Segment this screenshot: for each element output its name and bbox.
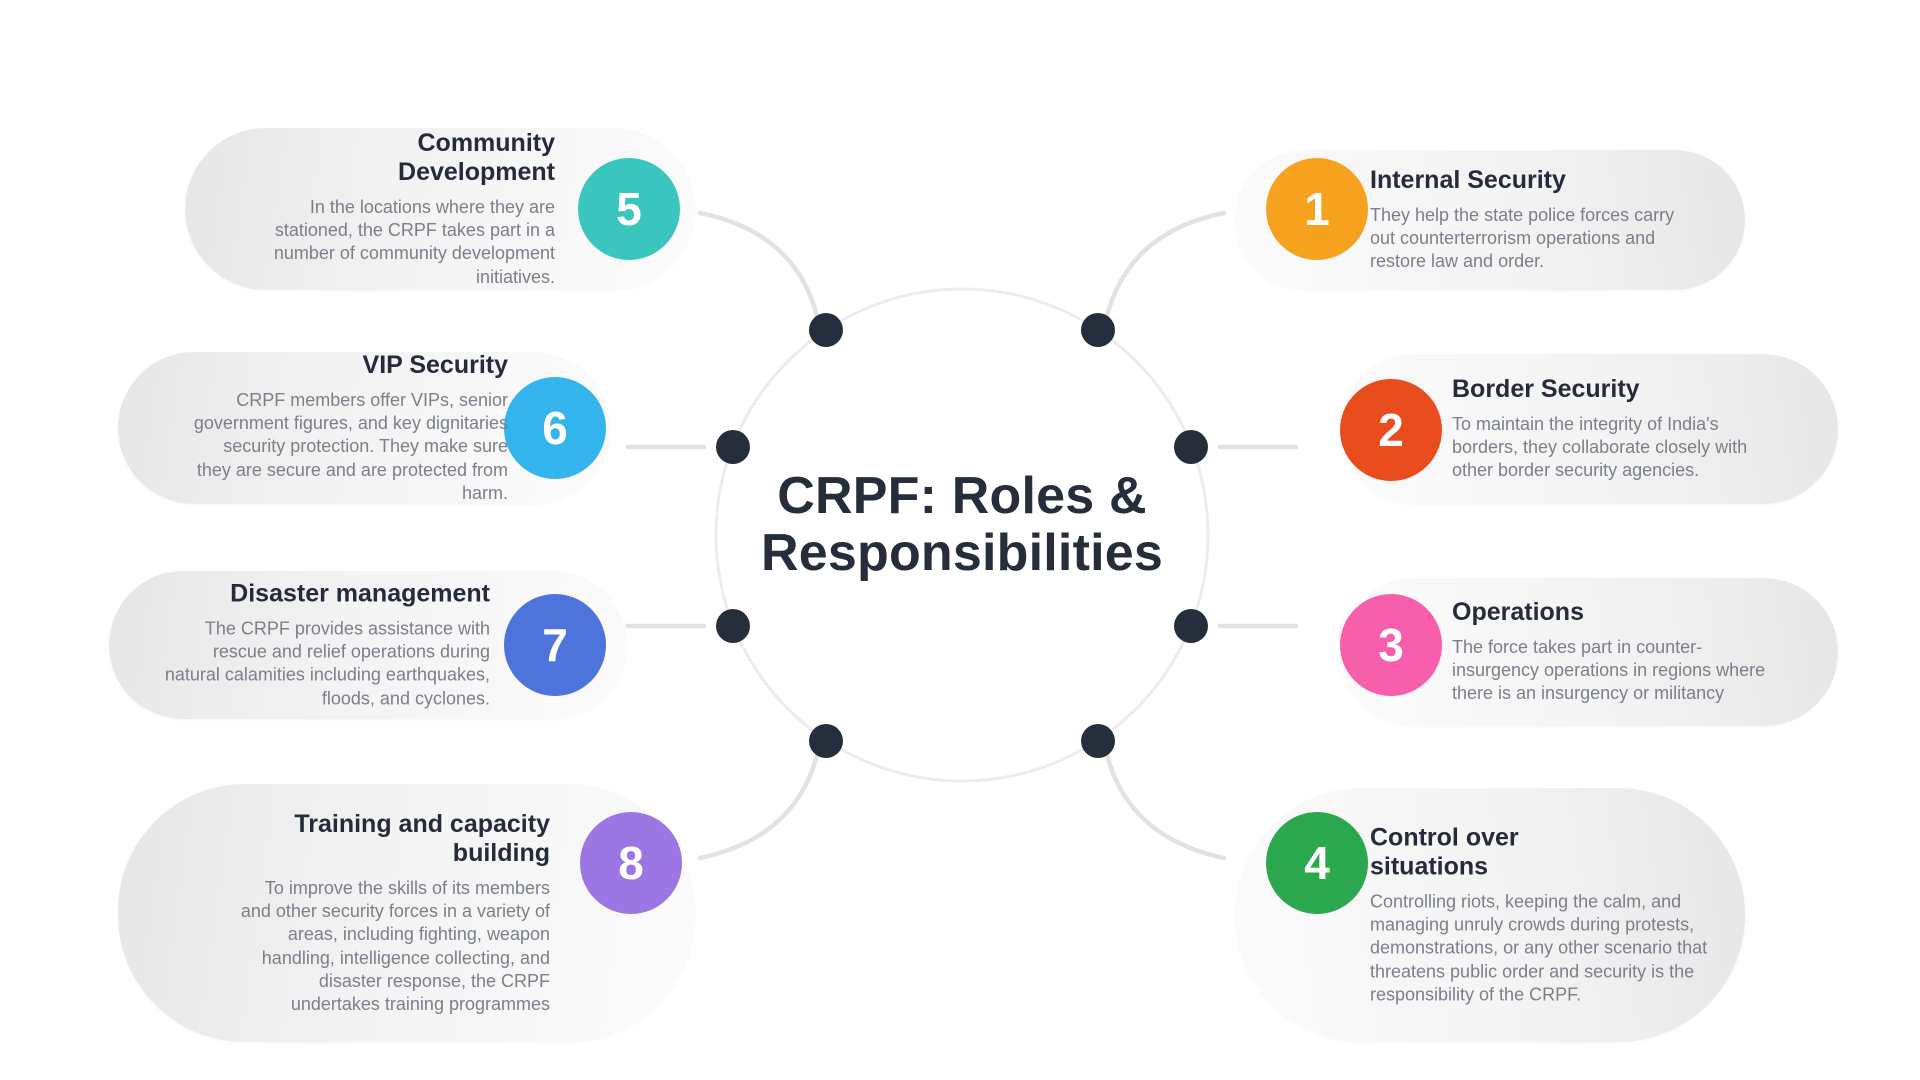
ring-dot — [716, 609, 750, 643]
connector-curve-training-capacity — [697, 752, 820, 861]
ring-dot — [809, 313, 843, 347]
diagram-title: CRPF: Roles & Responsibilities — [761, 467, 1163, 583]
connector-curve-community-development — [697, 210, 820, 319]
step-number-badge-5: 5 — [578, 158, 680, 260]
card-body: The force takes part in counter-insurgen… — [1452, 637, 1766, 704]
step-number: 4 — [1304, 837, 1330, 889]
step-number: 5 — [616, 183, 642, 235]
card-title: Control over situations — [1370, 823, 1519, 881]
step-number: 2 — [1378, 404, 1404, 456]
card-internal-security: 1 Internal Security They help the state … — [1235, 150, 1745, 290]
card-body: CRPF members offer VIPs, senior governme… — [193, 389, 508, 503]
card-vip-security: 6 VIP Security CRPF members offer VIPs, … — [118, 350, 610, 504]
step-number: 3 — [1378, 619, 1404, 671]
card-body: In the locations where they are statione… — [273, 197, 555, 287]
ring-dot — [1081, 724, 1115, 758]
card-body: They help the state police forces carry … — [1370, 205, 1675, 272]
card-body: The CRPF provides assistance with rescue… — [164, 618, 490, 709]
step-number-badge-1: 1 — [1266, 158, 1368, 260]
ring-dot — [1174, 430, 1208, 464]
connector-curve-internal-security — [1104, 210, 1227, 319]
card-border-security: 2 Border Security To maintain the integr… — [1340, 354, 1838, 504]
ring-dot — [716, 430, 750, 464]
step-number-badge-6: 6 — [504, 377, 606, 479]
ring-dot — [809, 724, 843, 758]
step-number-badge-4: 4 — [1266, 812, 1368, 914]
card-title: Internal Security — [1370, 166, 1566, 195]
card-body: To improve the skills of its members and… — [240, 877, 550, 1014]
card-control-over-situations: 4 Control over situations Controlling ri… — [1235, 788, 1745, 1042]
step-number-badge-2: 2 — [1340, 379, 1442, 481]
step-number-badge-3: 3 — [1340, 594, 1442, 696]
connector-curve-control-situations — [1104, 752, 1227, 861]
card-training-capacity-building: 8 Training and capacity building To impr… — [118, 784, 695, 1042]
card-title: Training and capacity building — [294, 809, 550, 867]
hub-ring — [714, 287, 1210, 783]
ring-dot — [1081, 313, 1115, 347]
card-title: Operations — [1452, 598, 1584, 627]
card-title: Community Development — [398, 129, 555, 187]
card-body: To maintain the integrity of India's bor… — [1452, 414, 1748, 481]
step-number-badge-8: 8 — [580, 812, 682, 914]
step-number: 6 — [542, 402, 568, 454]
step-number: 1 — [1304, 183, 1330, 235]
card-operations: 3 Operations The force takes part in cou… — [1340, 578, 1838, 726]
step-number: 8 — [618, 837, 644, 889]
card-disaster-management: 7 Disaster management The CRPF provides … — [109, 571, 627, 719]
card-title: VIP Security — [362, 350, 508, 379]
card-title: Border Security — [1452, 375, 1640, 404]
card-community-development: 5 Community Development In the locations… — [185, 128, 695, 290]
card-title: Disaster management — [230, 579, 490, 608]
card-body: Controlling riots, keeping the calm, and… — [1370, 891, 1708, 1005]
ring-dot — [1174, 609, 1208, 643]
step-number-badge-7: 7 — [504, 594, 606, 696]
step-number: 7 — [542, 619, 568, 671]
